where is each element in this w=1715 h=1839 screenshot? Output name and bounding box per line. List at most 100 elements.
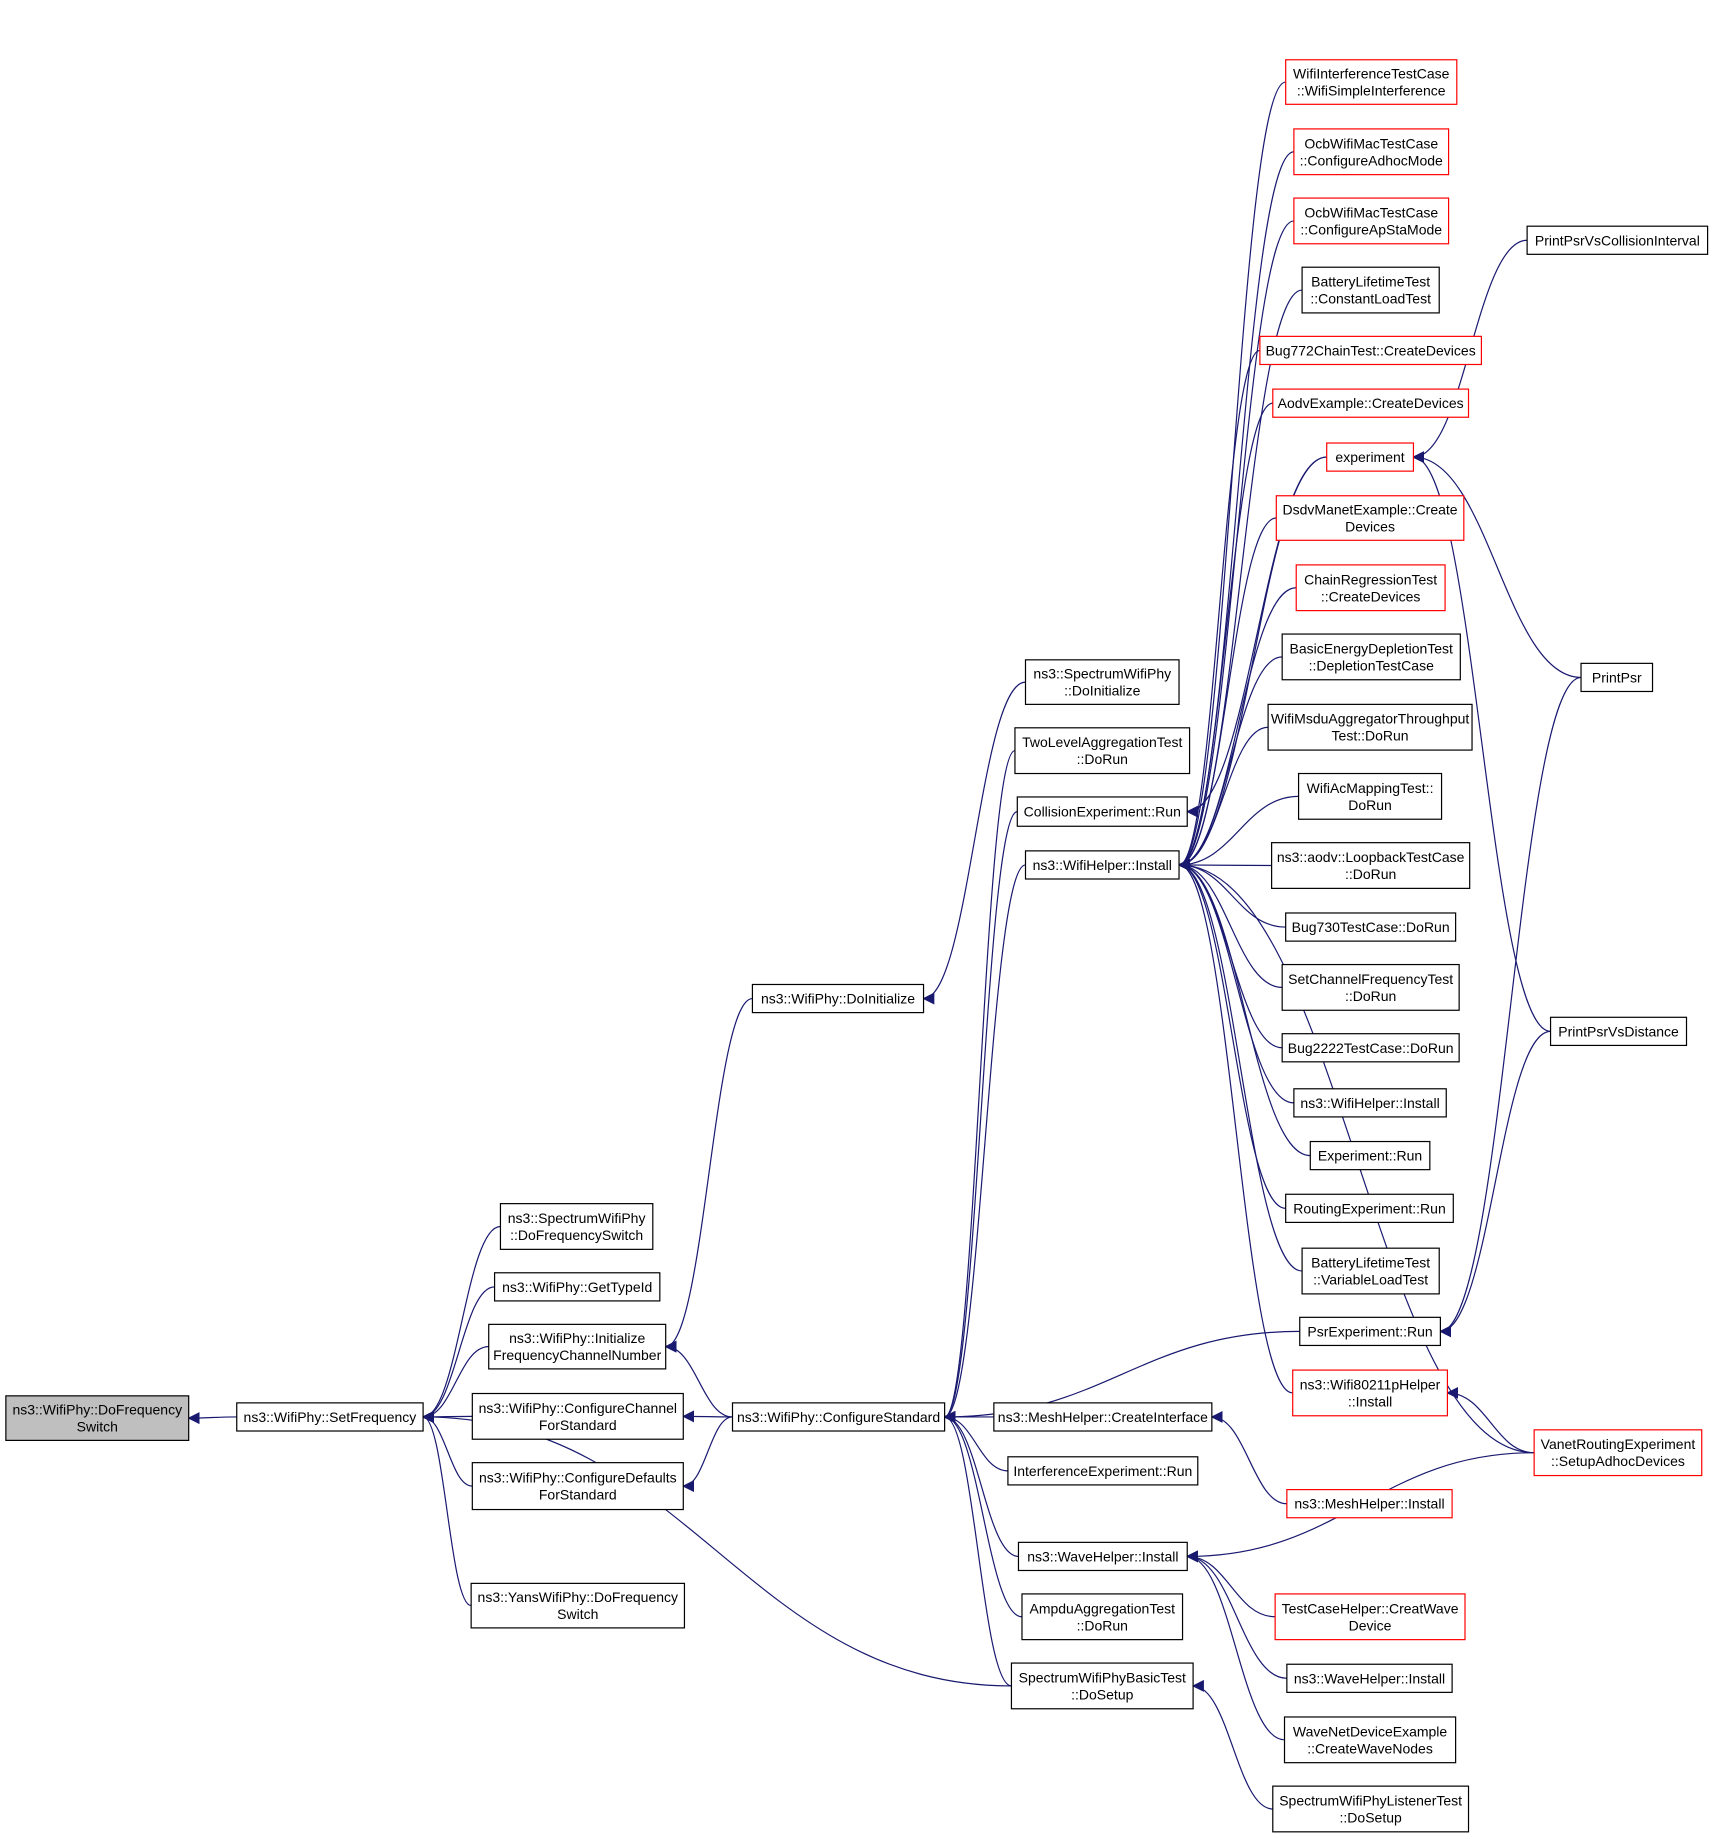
node-box [1526, 225, 1709, 255]
node-label: InterferenceExperiment::Run [1013, 1463, 1192, 1479]
node-box [1259, 335, 1483, 366]
node-printpsrcoll[interactable]: PrintPsrVsCollisionInterval [1526, 225, 1709, 255]
node-experiment[interactable]: experiment [1326, 442, 1415, 472]
node-label: ns3::WifiPhy::DoFrequency [12, 1402, 182, 1418]
node-box [1024, 850, 1180, 880]
node-meshinstall[interactable]: ns3::MeshHelper::Install [1286, 1489, 1453, 1519]
node-box [1010, 1662, 1194, 1710]
node-label: ns3::MeshHelper::Install [1294, 1496, 1444, 1512]
node-exprun[interactable]: Experiment::Run [1309, 1140, 1431, 1171]
node-initfcn[interactable]: ns3::WifiPhy::InitializeFrequencyChannel… [488, 1323, 667, 1370]
edge-acmap-to-wifihelper [1177, 795, 1299, 871]
node-psrexp[interactable]: PsrExperiment::Run [1299, 1316, 1441, 1347]
node-wifihelper2[interactable]: ns3::WifiHelper::Install [1293, 1088, 1447, 1118]
node-ocbadhoc[interactable]: OcbWifiMacTestCase::ConfigureAdhocMode [1293, 128, 1450, 176]
node-label: TestCaseHelper::CreatWave [1282, 1600, 1459, 1616]
node-label: PsrExperiment::Run [1307, 1323, 1432, 1339]
node-acmap[interactable]: WifiAcMappingTest::DoRun [1297, 772, 1443, 820]
node-aodvloop[interactable]: ns3::aodv::LoopbackTestCase::DoRun [1271, 842, 1471, 889]
node-twolevel[interactable]: TwoLevelAggregationTest::DoRun [1014, 727, 1191, 775]
edge-collexp-to-confstd [943, 811, 1018, 1423]
node-battconst[interactable]: BatteryLifetimeTest::ConstantLoadTest [1301, 266, 1440, 314]
node-label: WifiAcMappingTest:: [1307, 780, 1434, 796]
node-wifi80211p[interactable]: ns3::Wifi80211pHelper::Install [1292, 1369, 1449, 1417]
node-root[interactable]: ns3::WifiPhy::DoFrequencySwitch [5, 1395, 190, 1441]
node-label: RoutingExperiment::Run [1293, 1200, 1446, 1216]
node-wifihelper[interactable]: ns3::WifiHelper::Install [1024, 850, 1180, 880]
node-wavenet[interactable]: WaveNetDeviceExample::CreateWaveNodes [1283, 1716, 1457, 1764]
node-label: OcbWifiMacTestCase [1304, 135, 1438, 151]
node-label: ns3::WifiPhy::Initialize [509, 1330, 645, 1346]
node-gettypeid[interactable]: ns3::WifiPhy::GetTypeId [493, 1272, 661, 1302]
node-label: PrintPsrVsDistance [1558, 1023, 1679, 1039]
node-setfreq[interactable]: ns3::WifiPhy::SetFrequency [236, 1402, 424, 1432]
node-label: Device [1349, 1617, 1392, 1633]
node-wavehelper[interactable]: ns3::WaveHelper::Install [1017, 1541, 1188, 1572]
node-yans_dofs[interactable]: ns3::YansWifiPhy::DoFrequencySwitch [470, 1582, 686, 1629]
edge-ampdu-to-confstd [943, 1411, 1023, 1618]
node-confdef[interactable]: ns3::WifiPhy::ConfigureDefaultsForStanda… [471, 1462, 684, 1511]
node-box [1007, 1456, 1199, 1486]
node-bug772[interactable]: Bug772ChainTest::CreateDevices [1259, 335, 1483, 366]
node-box [1021, 1593, 1184, 1641]
node-aodvex[interactable]: AodvExample::CreateDevices [1272, 388, 1470, 418]
node-label: ns3::WifiHelper::Install [1300, 1095, 1439, 1111]
node-bug730[interactable]: Bug730TestCase::DoRun [1285, 912, 1457, 942]
edge-confstd-to-confdef [682, 1416, 733, 1493]
node-label: WifiInterferenceTestCase [1293, 66, 1450, 82]
node-label: ns3::YansWifiPhy::DoFrequency [478, 1589, 679, 1605]
node-collexp[interactable]: CollisionExperiment::Run [1016, 796, 1188, 827]
node-doinit[interactable]: ns3::WifiPhy::DoInitialize [751, 983, 925, 1014]
node-box [488, 1323, 667, 1370]
node-interfexp[interactable]: InterferenceExperiment::Run [1007, 1456, 1199, 1486]
node-label: SpectrumWifiPhyListenerTest [1279, 1792, 1462, 1808]
edge-spec_dofs-to-setfreq [421, 1225, 501, 1423]
node-ampdu[interactable]: AmpduAggregationTest::DoRun [1021, 1593, 1184, 1641]
node-spec_dofs[interactable]: ns3::SpectrumWifiPhy::DoFrequencySwitch [499, 1203, 654, 1250]
node-spec_doinit[interactable]: ns3::SpectrumWifiPhy::DoInitialize [1024, 659, 1180, 705]
node-box [1299, 1316, 1441, 1347]
node-bug2222[interactable]: Bug2222TestCase::DoRun [1281, 1033, 1460, 1063]
node-box [471, 1462, 684, 1511]
node-printpsr[interactable]: PrintPsr [1580, 662, 1654, 693]
node-speclistener[interactable]: SpectrumWifiPhyListenerTest::DoSetup [1272, 1785, 1470, 1833]
node-label: ::Install [1348, 1393, 1392, 1409]
node-chainreg[interactable]: ChainRegressionTest::CreateDevices [1295, 564, 1446, 612]
node-basicenergy[interactable]: BasicEnergyDepletionTest::DepletionTestC… [1281, 633, 1461, 681]
node-ocbapsta[interactable]: OcbWifiMacTestCase::ConfigureApStaMode [1293, 197, 1450, 245]
node-box [1274, 1593, 1466, 1641]
node-confstd[interactable]: ns3::WifiPhy::ConfigureStandard [731, 1402, 946, 1432]
node-label: ForStandard [539, 1417, 617, 1433]
edge-printpsrdist-to-psrexp [1439, 1030, 1551, 1338]
node-specbasic[interactable]: SpectrumWifiPhyBasicTest::DoSetup [1010, 1662, 1194, 1710]
node-vanet[interactable]: VanetRoutingExperiment::SetupAdhocDevice… [1533, 1429, 1703, 1477]
node-box [1286, 1489, 1453, 1519]
node-label: Switch [77, 1419, 118, 1435]
node-printpsrdist[interactable]: PrintPsrVsDistance [1549, 1016, 1688, 1047]
node-wifiinterf[interactable]: WifiInterferenceTestCase::WifiSimpleInte… [1285, 59, 1458, 105]
node-label: ns3::WifiPhy::SetFrequency [244, 1409, 417, 1425]
node-wavehelper2[interactable]: ns3::WaveHelper::Install [1286, 1663, 1453, 1693]
node-setchanfreq[interactable]: SetChannelFrequencyTest::DoRun [1281, 963, 1460, 1011]
node-confchan[interactable]: ns3::WifiPhy::ConfigureChannelForStandar… [471, 1392, 684, 1440]
node-label: ::DoFrequencySwitch [510, 1227, 643, 1243]
node-meshcreate[interactable]: ns3::MeshHelper::CreateInterface [993, 1402, 1213, 1432]
node-box [1016, 796, 1188, 827]
node-label: OcbWifiMacTestCase [1304, 204, 1438, 220]
node-label: ns3::Wifi80211pHelper [1300, 1376, 1441, 1392]
node-label: AmpduAggregationTest [1029, 1600, 1175, 1616]
node-box [1271, 842, 1471, 889]
node-dsdv[interactable]: DsdvManetExample::CreateDevices [1275, 495, 1465, 541]
node-routexp[interactable]: RoutingExperiment::Run [1285, 1193, 1454, 1223]
edge-meshinstall-to-meshcreate [1210, 1410, 1287, 1505]
node-label: ::CreateWaveNodes [1307, 1740, 1433, 1756]
node-label: ::DepletionTestCase [1309, 657, 1435, 673]
node-label: CollisionExperiment::Run [1024, 804, 1181, 820]
node-box [1285, 912, 1457, 942]
node-battvar[interactable]: BatteryLifetimeTest::VariableLoadTest [1301, 1247, 1440, 1295]
edge-bug772-to-wifihelper [1177, 349, 1261, 871]
edge-printpsr-to-psrexp [1439, 676, 1582, 1338]
node-box [1297, 772, 1443, 820]
